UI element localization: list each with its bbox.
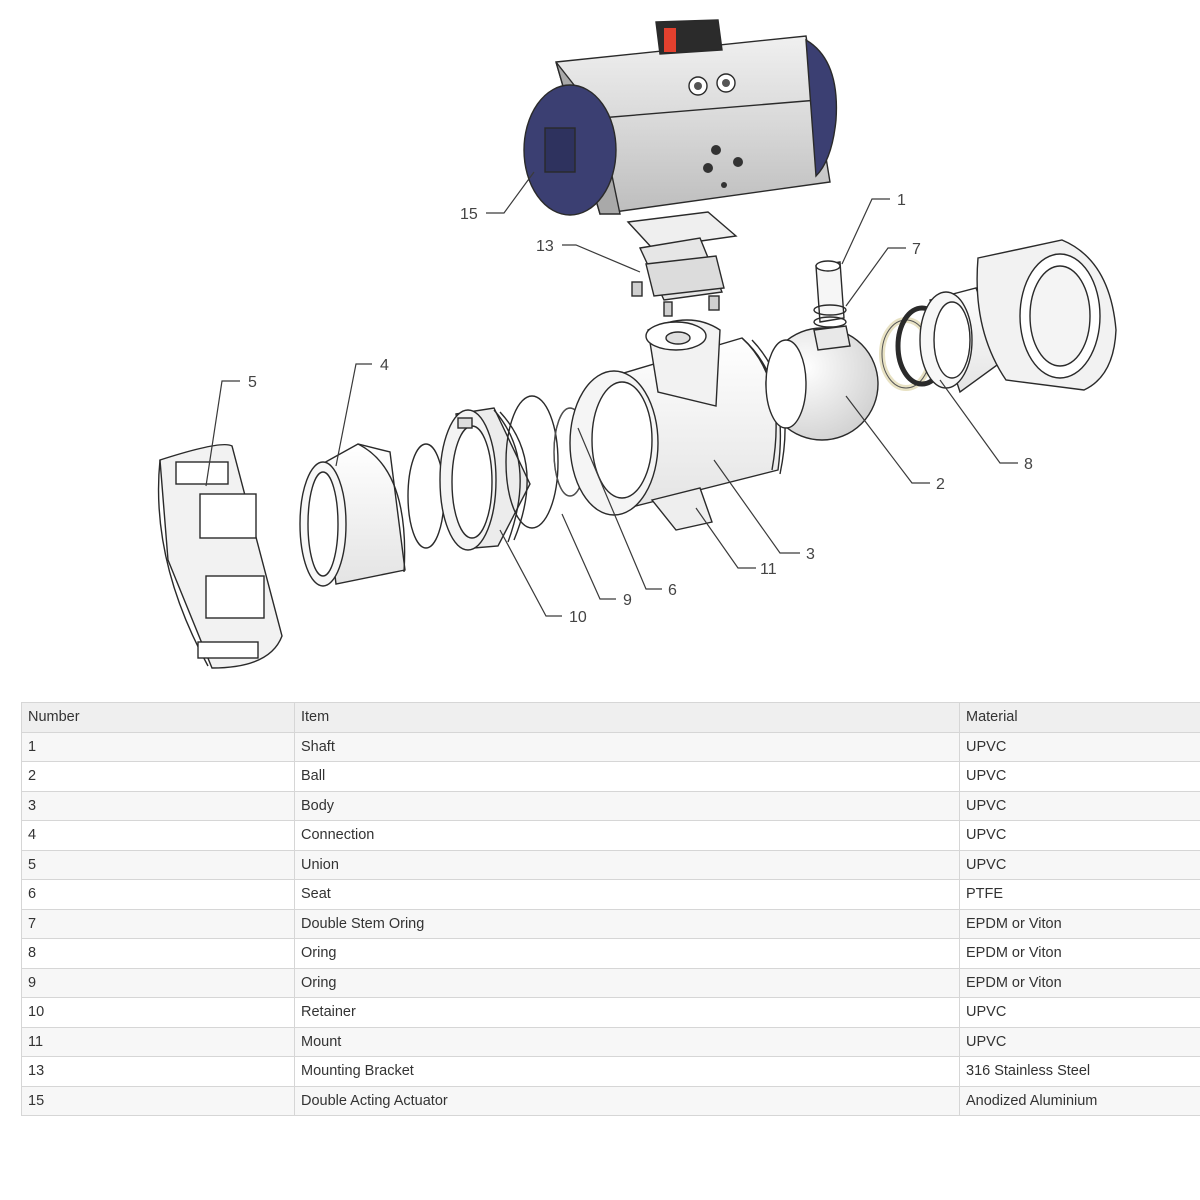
cell-material: UPVC — [959, 761, 1200, 792]
diagram-canvas: 1 2 3 4 5 6 7 8 9 10 11 13 15 — [157, 19, 1117, 669]
cell-number: 3 — [21, 790, 295, 821]
cell-number: 1 — [21, 731, 295, 762]
cell-material: PTFE — [959, 879, 1200, 910]
actuator-end-cap-right — [805, 38, 838, 178]
cell-material: EPDM or Viton — [959, 938, 1200, 969]
callout-8: 8 — [1024, 456, 1033, 473]
mounting-bracket-drawing — [626, 211, 738, 317]
callout-5: 5 — [248, 374, 257, 391]
cell-material: EPDM or Viton — [959, 967, 1200, 998]
mount-drawing — [650, 487, 713, 531]
callout-9: 9 — [623, 592, 632, 609]
cell-item: Shaft — [294, 731, 960, 762]
ball-drawing — [765, 260, 879, 441]
retainer-drawing — [439, 407, 531, 551]
cell-material: UPVC — [959, 820, 1200, 851]
cell-number: 7 — [21, 908, 295, 939]
callout-13: 13 — [536, 238, 554, 255]
cell-item: Seat — [294, 879, 960, 910]
cell-material: 316 Stainless Steel — [959, 1056, 1200, 1087]
cell-number: 9 — [21, 967, 295, 998]
cell-item: Connection — [294, 820, 960, 851]
cell-number: 6 — [21, 879, 295, 910]
callout-labels: 1 2 3 4 5 6 7 8 9 10 11 13 15 — [248, 192, 1033, 626]
cell-number: 15 — [21, 1085, 295, 1116]
cell-item: Double Acting Actuator — [294, 1085, 960, 1116]
cell-number: 2 — [21, 761, 295, 792]
cell-number: 13 — [21, 1056, 295, 1087]
header-item: Item — [294, 702, 960, 733]
header-number: Number — [21, 702, 295, 733]
union-nut-drawing — [157, 443, 283, 669]
callout-11: 11 — [760, 561, 777, 578]
callout-15: 15 — [460, 206, 478, 223]
header-material: Material — [959, 702, 1200, 733]
cell-number: 8 — [21, 938, 295, 969]
cell-material: Anodized Aluminium — [959, 1085, 1200, 1116]
stem-oring-drawing — [813, 304, 847, 316]
callout-10: 10 — [569, 609, 587, 626]
cell-item: Oring — [294, 938, 960, 969]
cell-material: UPVC — [959, 1026, 1200, 1057]
callout-6: 6 — [668, 582, 677, 599]
callout-1: 1 — [897, 192, 906, 209]
oring-9-drawing — [505, 395, 559, 529]
right-union-drawing — [919, 239, 1117, 394]
exploded-valve-diagram: 1 2 3 4 5 6 7 8 9 10 11 13 15 — [157, 19, 1117, 669]
cell-number: 11 — [21, 1026, 295, 1057]
cell-material: UPVC — [959, 849, 1200, 880]
body-drawing — [569, 319, 786, 531]
cell-material: UPVC — [959, 731, 1200, 762]
cell-item: Double Stem Oring — [294, 908, 960, 939]
cell-material: UPVC — [959, 997, 1200, 1028]
callout-7: 7 — [912, 241, 921, 258]
cell-material: UPVC — [959, 790, 1200, 821]
cell-item: Union — [294, 849, 960, 880]
callout-2: 2 — [936, 476, 945, 493]
actuator-drawing — [523, 19, 838, 216]
oring-left-drawing — [407, 443, 445, 549]
cell-material: EPDM or Viton — [959, 908, 1200, 939]
cell-number: 4 — [21, 820, 295, 851]
callout-4: 4 — [380, 357, 389, 374]
cell-item: Retainer — [294, 997, 960, 1028]
leader-lines — [205, 171, 1018, 617]
table-header-row: Number Item Material — [21, 702, 1200, 733]
cell-item: Mounting Bracket — [294, 1056, 960, 1087]
cell-item: Ball — [294, 761, 960, 792]
cell-number: 5 — [21, 849, 295, 880]
connection-drawing — [299, 443, 406, 587]
cell-item: Mount — [294, 1026, 960, 1057]
cell-number: 10 — [21, 997, 295, 1028]
cell-item: Oring — [294, 967, 960, 998]
callout-3: 3 — [806, 546, 815, 563]
cell-item: Body — [294, 790, 960, 821]
